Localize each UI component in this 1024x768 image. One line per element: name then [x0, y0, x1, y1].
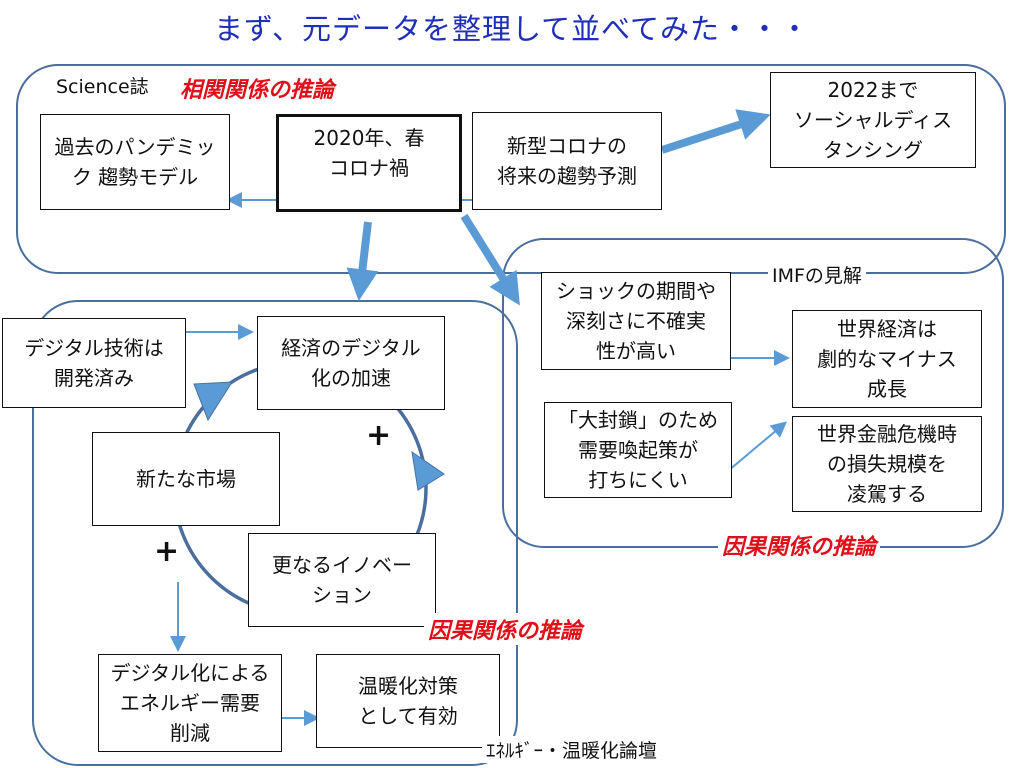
plus-right: + [366, 418, 392, 453]
page-title: まず、元データを整理して並べてみた・・・ [214, 12, 810, 46]
arrow-to-imf [460, 213, 520, 306]
arrow-to-2022 [660, 109, 771, 154]
box-lockdown: 「大封鎖」のため 需要喚起策が 打ちにくい [544, 402, 732, 498]
plus-left: + [154, 534, 180, 569]
imf-label: IMFの見解 [768, 261, 866, 288]
science-reasoning: 相関関係の推論 [180, 78, 335, 103]
box-warming: 温暖化対策 として有効 [316, 654, 500, 748]
box-econ-digital: 経済のデジタル 化の加速 [257, 316, 445, 410]
box-digital-tech: デジタル技術は 開発済み [2, 318, 186, 408]
box-shock: ショックの期間や 深刻さに不確実 性が高い [541, 272, 731, 370]
box-innovation: 更なるイノベー ション [248, 533, 436, 627]
box-minus-growth: 世界経済は 劇的なマイナス 成長 [792, 310, 982, 408]
energy-label: ｴﾈﾙｷﾞｰ・温暖化論壇 [482, 736, 662, 763]
box-forecast: 新型コロナの 将来の趨勢予測 [472, 112, 662, 210]
energy-reasoning: 因果関係の推論 [424, 613, 587, 645]
box-new-market: 新たな市場 [92, 432, 280, 526]
box-2022: 2022まで ソーシャルディス タンシング [770, 72, 976, 168]
arrow-to-energy [346, 221, 379, 302]
imf-reasoning: 因果関係の推論 [718, 529, 881, 561]
cycle-arrowhead-left [193, 381, 233, 422]
energy-group [32, 300, 518, 766]
science-label: Science誌 [56, 76, 149, 98]
cycle-arrowhead-right [411, 450, 445, 491]
box-past-model: 過去のパンデミッ ク 趨勢モデル [40, 114, 230, 210]
box-crisis: 世界金融危機時 の損失規模を 凌駕する [792, 416, 982, 512]
box-2020-corona: 2020年、春 コロナ禍 [276, 114, 462, 212]
box-energy-cut: デジタル化による エネルギー需要 削減 [98, 654, 282, 752]
arrow-lockdown-crisis [721, 421, 788, 477]
